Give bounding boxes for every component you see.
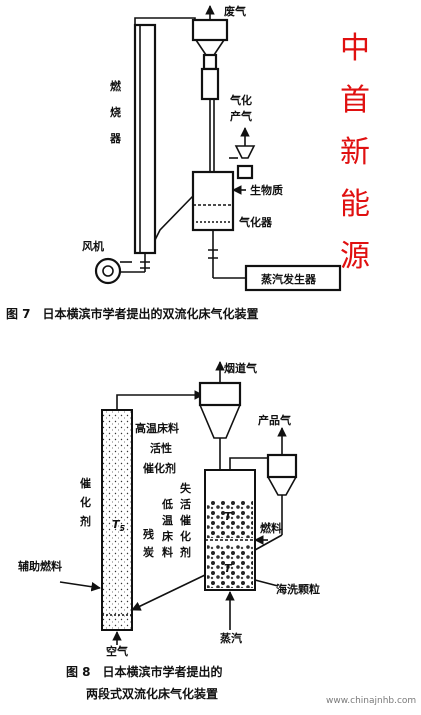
low-temp-bed-2: 温 <box>162 513 173 527</box>
biomass-label: 生物质 <box>250 183 283 197</box>
combustor-label-1: 燃 <box>109 79 122 93</box>
low-temp-bed-4: 料 <box>162 545 173 559</box>
standpipe-box <box>200 67 220 101</box>
active-label: 活性 <box>150 441 172 455</box>
brand-char-1: 中 <box>340 31 370 66</box>
deactivated-catalyst-3: 催 <box>180 513 191 527</box>
upper-bed <box>207 500 253 538</box>
aux-fuel-arrow <box>59 581 101 592</box>
product-gas-label: 产品气 <box>258 413 291 427</box>
brand-text: 中 首 新 能 源 <box>340 31 370 274</box>
deactivated-catalyst-1: 失 <box>180 481 192 495</box>
waste-gas-label: 废气 <box>224 4 246 18</box>
brand-char-3: 新 <box>340 135 370 170</box>
deactivated-catalyst-4: 化 <box>180 529 191 543</box>
cyclone-8-cone <box>199 404 241 439</box>
cyclone-cone <box>195 39 225 56</box>
figure-7-caption: 图 7 日本横滨市学者提出的双流化床气化装置 <box>6 306 259 321</box>
air-label: 空气 <box>106 644 128 658</box>
char-return-line <box>131 574 206 611</box>
figure-8-caption-1: 图 8 日本横滨市学者提出的 <box>66 664 223 679</box>
product-cyclone <box>234 145 256 159</box>
brand-char-4: 能 <box>340 187 370 222</box>
t-label-lower: T <box>224 562 233 575</box>
gasification-gas-label-1: 气化 <box>229 93 252 107</box>
t-label-upper: T <box>224 510 233 523</box>
catalyst-vertical-2: 化 <box>80 495 91 509</box>
high-temp-bed-label: 高温床料 <box>135 421 179 435</box>
combustor-column <box>133 23 157 255</box>
deactivated-catalyst-5: 剂 <box>179 545 191 559</box>
t5-label: T5 <box>112 518 126 533</box>
catalyst-label: 催化剂 <box>143 461 176 475</box>
flue-gas-label: 烟道气 <box>224 361 257 375</box>
steam-generator-box <box>244 264 342 292</box>
cyclone-top <box>191 18 229 42</box>
cyclone-8-top <box>198 381 242 407</box>
product-cyclone-8 <box>266 453 298 479</box>
fan-housing <box>94 257 122 285</box>
low-temp-bed-1: 低 <box>161 497 173 511</box>
riser-top-duct <box>116 390 204 410</box>
standpipe-upper <box>202 53 218 71</box>
figure-7: 废气 燃 烧 器 气化 产气 生物质 气化器 风机 蒸汽发生器 图 7 日本横滨… <box>6 4 342 321</box>
watermark: www.chinajnhb.com <box>326 696 416 706</box>
figure-8-caption-2: 两段式双流化床气化装置 <box>86 686 218 701</box>
catalyst-vertical-1: 催 <box>80 476 91 490</box>
product-box <box>236 164 254 180</box>
return-duct <box>154 195 194 241</box>
residual-carbon-1: 残 <box>143 527 154 541</box>
aux-fuel-label: 辅助燃料 <box>18 559 62 573</box>
residual-carbon-2: 炭 <box>143 545 154 559</box>
washed-particles-label: 海洗颗粒 <box>276 582 320 596</box>
low-temp-bed-3: 床 <box>162 529 174 543</box>
lower-bed <box>207 545 253 588</box>
fan-label: 风机 <box>82 239 104 253</box>
catalyst-vertical-3: 剂 <box>79 514 91 528</box>
riser-combustor <box>101 409 133 631</box>
figure-8: 烟道气 高温床料 活性 催化剂 产品气 催 化 剂 T5 残 炭 低 温 床 料… <box>18 361 320 701</box>
steam-generator-label: 蒸汽发生器 <box>261 272 317 286</box>
steam-8-label: 蒸汽 <box>220 631 242 645</box>
brand-char-5: 源 <box>340 239 370 274</box>
deactivated-catalyst-2: 活 <box>180 497 191 511</box>
gasification-gas-label-2: 产气 <box>230 109 252 123</box>
combustor-label-2: 烧 <box>110 105 121 119</box>
brand-char-2: 首 <box>340 83 370 118</box>
combustor-label-3: 器 <box>109 132 122 145</box>
gasifier-label: 气化器 <box>238 215 273 229</box>
fuel-label: 燃料 <box>259 521 282 535</box>
